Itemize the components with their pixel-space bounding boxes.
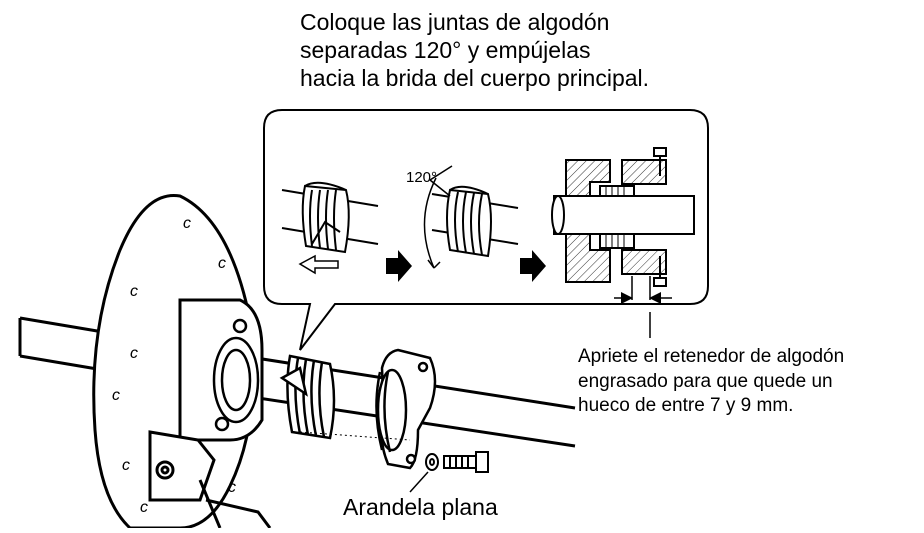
gland-housing: [212, 318, 260, 432]
rotation-angle-label: 120°: [406, 169, 437, 186]
packing-instruction-line-1: Coloque las juntas de algodón: [300, 9, 610, 35]
packing-instruction-line-3: hacia la brida del cuerpo principal.: [300, 65, 650, 92]
lower-bracket: [148, 430, 272, 529]
step3-section-view: [551, 147, 695, 338]
packing-instruction-line-2: separadas 120° y empújelas: [300, 37, 591, 64]
svg-text:c: c: [218, 255, 226, 272]
retainer-note-line-3: hueco de entre 7 y 9 mm.: [578, 395, 794, 417]
svg-text:c: c: [140, 499, 148, 516]
packing-instruction-note: Coloque las juntas de algodón separadas …: [300, 8, 649, 92]
retainer-note-line-1: Apriete el retenedor de algodón: [578, 346, 845, 367]
svg-text:c: c: [183, 215, 191, 232]
step-arrow-1: [386, 250, 412, 282]
flat-washer-and-bolt: [409, 451, 489, 493]
retainer-tightening-note: Apriete el retenedor de algodón engrasad…: [578, 345, 844, 419]
step2-packing-rotate: [423, 165, 519, 269]
step-arrow-2: [520, 250, 546, 282]
svg-text:c: c: [112, 387, 120, 404]
svg-text:c: c: [130, 345, 138, 362]
slide-left-arrow: [298, 254, 339, 275]
svg-text:c: c: [122, 457, 130, 474]
flange-bolt-holes: c c c c c c c c: [112, 215, 236, 516]
step1-packing-slide: [281, 181, 379, 254]
flat-washer-label: Arandela plana: [343, 494, 498, 520]
retainer-note-line-2: engrasado para que quede un: [578, 370, 833, 392]
svg-text:c: c: [130, 283, 138, 300]
svg-text:c: c: [228, 479, 236, 496]
packing-rings: [279, 354, 336, 440]
packing-retainer: [375, 348, 437, 470]
alignment-guide-line: [299, 431, 411, 441]
